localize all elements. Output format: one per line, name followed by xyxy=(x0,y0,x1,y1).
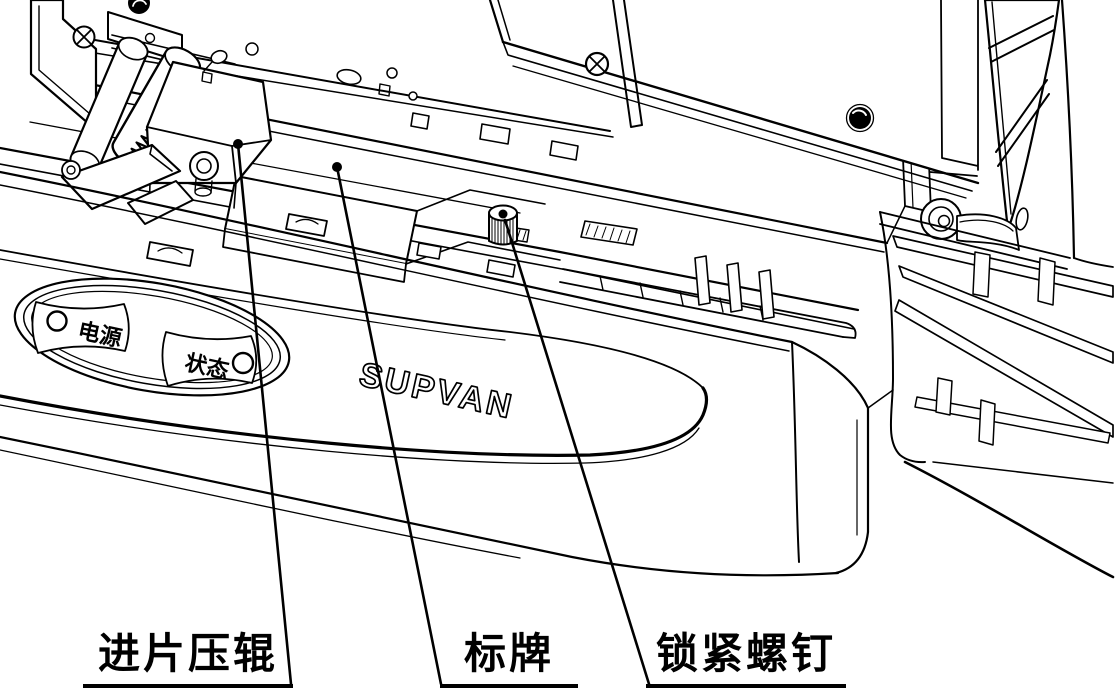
locking-screw xyxy=(488,204,518,246)
leader-dot-feed-roller xyxy=(233,139,243,149)
front-comb-bar xyxy=(559,255,857,339)
lid-curved-arm xyxy=(983,0,1114,268)
screw-phillips-lid xyxy=(584,51,610,77)
screw-phillips-left xyxy=(72,25,96,49)
platen-texture xyxy=(506,220,638,246)
callout-label-name-plate: 标牌 xyxy=(440,632,578,688)
rail-hole xyxy=(336,68,362,86)
callout-label-feed-roller: 进片压辊 xyxy=(83,632,293,688)
screw-dark-topleft xyxy=(128,0,150,14)
callout-leaders xyxy=(233,139,651,686)
status-led xyxy=(231,351,255,375)
lid xyxy=(488,0,980,199)
leader-dot-name-plate xyxy=(332,162,342,172)
leader-name-plate xyxy=(335,165,443,686)
leader-feed-roller xyxy=(236,142,293,686)
screw-dark-lid xyxy=(845,103,875,133)
roller-bracket xyxy=(60,143,194,225)
left-back-panels xyxy=(29,0,259,132)
feed-roller-assembly xyxy=(60,36,273,225)
front-housing xyxy=(0,170,870,577)
callout-label-locking-screw: 锁紧螺钉 xyxy=(646,632,846,688)
power-led xyxy=(46,310,68,332)
status-button-recess[interactable] xyxy=(161,331,258,387)
output-tray xyxy=(867,211,1115,579)
control-panel-oval: 电源 状态 xyxy=(13,277,291,397)
leader-locking-screw xyxy=(503,218,651,686)
brand-text: SUPVAN xyxy=(356,355,518,426)
